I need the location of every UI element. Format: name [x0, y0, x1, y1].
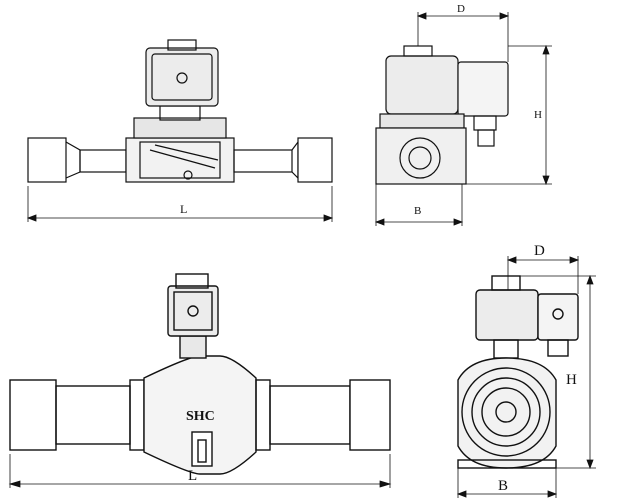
side-bonnet — [379, 113, 465, 129]
bottom-height-dimension — [520, 274, 596, 470]
side-port-inner — [408, 146, 432, 170]
big-left-collar — [129, 379, 145, 451]
bottom-height-label: H — [566, 372, 577, 388]
right-pipe-socket — [297, 137, 333, 183]
valve-linkage — [149, 144, 219, 169]
coil-nut — [167, 39, 197, 51]
lock-tab-slot — [197, 439, 207, 463]
big-coil-nut — [175, 273, 209, 289]
big-side-port-core — [495, 401, 517, 423]
lock-tab — [191, 431, 213, 467]
big-side-connector — [537, 293, 579, 341]
coil-face — [151, 53, 213, 101]
big-stem — [179, 335, 207, 359]
bottom-side-view — [456, 256, 596, 498]
top-height-label: H — [534, 109, 542, 121]
left-pipe-socket — [27, 137, 67, 183]
top-width-dimension — [374, 184, 464, 226]
top-length-label: L — [180, 202, 187, 216]
bottom-front-view — [8, 273, 392, 488]
side-coil — [385, 55, 459, 115]
big-side-base — [457, 459, 557, 469]
side-coil-nut — [403, 45, 433, 57]
side-port-outer — [399, 137, 441, 179]
right-pipe — [233, 149, 293, 173]
side-body — [375, 127, 467, 185]
bottom-width-label: B — [498, 478, 508, 494]
big-left-pipe — [55, 385, 131, 445]
side-connector-cap — [477, 129, 495, 147]
big-coil — [167, 285, 219, 337]
top-width-label: B — [414, 205, 421, 217]
coil — [145, 47, 219, 107]
bottom-depth-label: D — [534, 243, 545, 259]
side-connector — [457, 61, 509, 117]
top-depth-dimension — [416, 12, 510, 62]
big-side-stem — [493, 339, 519, 359]
right-pipe-taper — [291, 140, 299, 180]
big-side-ball-body — [457, 357, 557, 469]
big-coil-screw-icon — [187, 305, 199, 317]
top-depth-label: D — [457, 3, 465, 15]
big-side-port-inner — [481, 387, 531, 437]
big-right-socket — [349, 379, 391, 451]
bottom-length-label: L — [188, 468, 197, 484]
big-side-connector-gland — [547, 339, 569, 357]
coil-screw-icon — [176, 72, 188, 84]
big-brand-mark: SHC — [186, 409, 215, 424]
bottom-width-dimension — [456, 468, 558, 498]
bottom-length-dimension — [8, 454, 392, 488]
left-pipe-taper — [65, 141, 81, 179]
top-height-dimension — [466, 44, 552, 186]
big-right-pipe — [269, 385, 351, 445]
top-front-view — [26, 39, 334, 222]
big-side-connector-screw-icon — [552, 308, 564, 320]
big-side-port-mid — [471, 377, 541, 447]
bonnet — [133, 117, 227, 139]
body-bolt — [183, 170, 193, 180]
top-side-view — [374, 12, 552, 226]
big-side-port-outer — [461, 367, 551, 457]
top-length-dimension — [26, 186, 334, 222]
bottom-depth-dimension — [506, 256, 580, 294]
big-right-collar — [255, 379, 271, 451]
big-left-socket — [9, 379, 57, 451]
side-connector-gland — [473, 115, 497, 131]
left-pipe — [79, 149, 127, 173]
valve-body-inner — [139, 141, 221, 179]
big-side-coil-nut — [491, 275, 521, 291]
big-side-coil — [475, 289, 539, 341]
big-coil-face — [173, 291, 213, 331]
